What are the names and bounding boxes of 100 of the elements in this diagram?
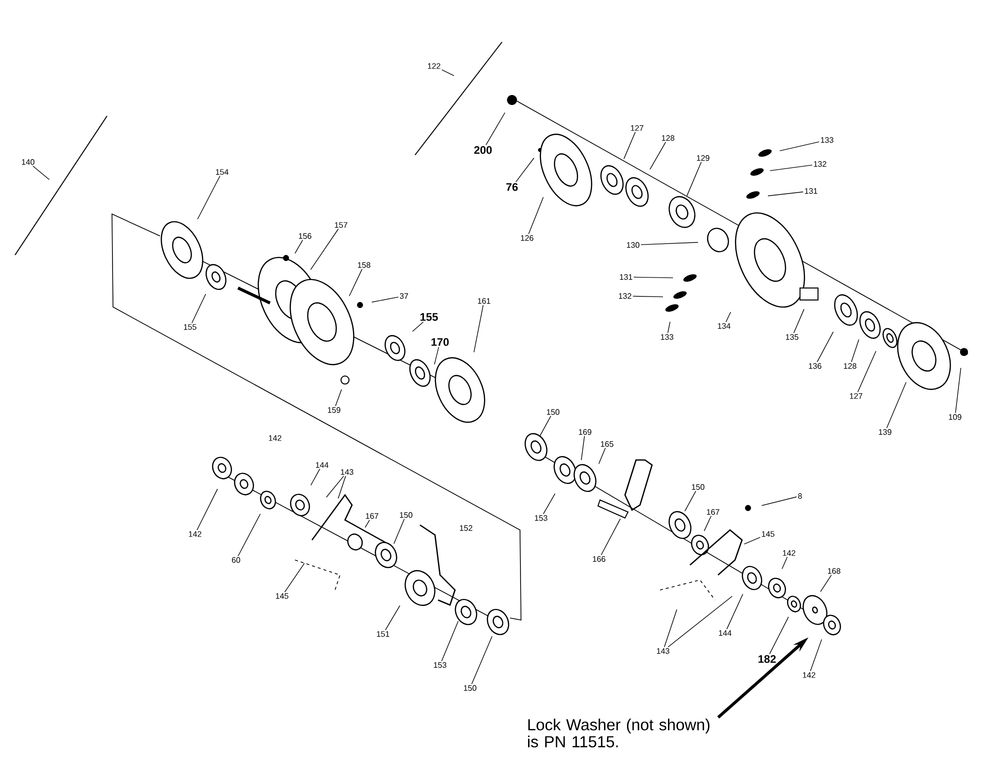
- leader-line: [371, 296, 399, 302]
- leader-line: [364, 520, 370, 528]
- callout-number: 135: [786, 334, 798, 340]
- callout-number: 167: [366, 513, 378, 519]
- callout-number: 168: [828, 568, 840, 574]
- callout-number: 109: [948, 414, 962, 420]
- callout-number: 37: [400, 293, 408, 299]
- callout-number: 133: [660, 334, 674, 340]
- leader-line: [32, 166, 50, 180]
- callout-number: 152: [460, 525, 472, 531]
- leader-line: [412, 322, 424, 332]
- callout-number: 140: [22, 159, 34, 165]
- callout-number: 126: [520, 235, 534, 241]
- leader-line: [779, 141, 820, 152]
- leader-line: [471, 636, 492, 684]
- callout-number: 142: [802, 672, 816, 678]
- leader-line: [810, 639, 822, 672]
- callout-number: 150: [546, 409, 560, 415]
- callout-number: 170: [432, 338, 449, 346]
- leader-line: [726, 594, 744, 630]
- leader-line: [955, 368, 962, 414]
- leader-line: [539, 416, 552, 437]
- leader-line: [686, 162, 702, 196]
- leader-line: [310, 228, 339, 270]
- leader-line: [441, 620, 459, 662]
- callout-number: 156: [298, 233, 312, 239]
- callout-number: 150: [400, 512, 412, 518]
- callout-number: 155: [420, 313, 438, 321]
- leader-line: [192, 294, 206, 324]
- callout-number: 145: [762, 531, 774, 537]
- callout-number: 60: [232, 557, 240, 563]
- leader-line: [394, 518, 405, 544]
- leader-line: [744, 537, 760, 544]
- leader-line: [542, 493, 556, 514]
- callout-number: 134: [718, 323, 730, 329]
- leader-line: [684, 490, 696, 512]
- leader-line: [634, 276, 674, 278]
- callout-number: 167: [706, 509, 720, 515]
- callout-number: 155: [184, 324, 196, 330]
- leader-line: [650, 142, 666, 170]
- callout-number: 142: [268, 435, 282, 441]
- leader-line: [474, 304, 484, 353]
- leader-line: [664, 609, 678, 648]
- leader-line: [600, 518, 621, 556]
- callout-number: 139: [878, 429, 892, 435]
- callout-number: 131: [804, 188, 818, 194]
- callout-number: 76: [506, 183, 518, 191]
- callout-number: 150: [692, 484, 704, 490]
- leader-line: [348, 268, 362, 296]
- leader-line: [197, 176, 220, 220]
- callout-number: 153: [534, 515, 548, 521]
- leader-line: [667, 321, 670, 334]
- leader-line: [294, 240, 304, 254]
- callout-number: 150: [464, 685, 476, 691]
- leader-line: [668, 596, 733, 648]
- leader-line: [385, 605, 400, 630]
- callout-number: 158: [358, 262, 370, 268]
- callout-number: 159: [328, 407, 340, 413]
- callout-number: 151: [376, 631, 390, 637]
- callout-number: 144: [316, 462, 328, 468]
- leader-line: [442, 69, 454, 76]
- callout-number: 154: [216, 169, 228, 175]
- leader-line: [632, 296, 664, 298]
- callout-number: 144: [718, 630, 732, 636]
- leader-line: [310, 468, 320, 486]
- callout-number: 127: [630, 125, 644, 131]
- leader-line: [434, 346, 440, 365]
- leader-line: [335, 389, 342, 406]
- callout-number: 161: [478, 298, 490, 304]
- note-text: Lock Washer (not shown) is PN 11515.: [528, 718, 710, 748]
- leader-line: [726, 312, 732, 322]
- callout-number: 153: [434, 662, 446, 668]
- callout-number: 200: [474, 146, 492, 154]
- callout-number: 157: [334, 222, 348, 228]
- leader-line: [851, 339, 860, 362]
- leader-line: [486, 112, 506, 146]
- callout-number: 8: [798, 493, 802, 499]
- leader-line: [598, 448, 606, 464]
- callout-number: 182: [758, 655, 776, 663]
- callout-number: 143: [340, 469, 354, 475]
- callout-number: 132: [814, 161, 826, 167]
- leader-line: [580, 436, 585, 460]
- leader-line: [857, 350, 876, 392]
- leader-line: [284, 562, 305, 592]
- callout-number: 122: [428, 63, 440, 69]
- leader-line: [238, 514, 261, 556]
- leader-line: [338, 476, 346, 499]
- leader-line: [769, 616, 789, 654]
- callout-number: 136: [808, 363, 822, 369]
- callout-number: 145: [276, 593, 288, 599]
- leader-line: [624, 132, 636, 160]
- leader-line: [886, 382, 906, 428]
- leader-line: [516, 158, 534, 182]
- callout-number: 166: [592, 556, 606, 562]
- callout-number: 130: [626, 242, 640, 248]
- callout-number: 129: [696, 155, 710, 161]
- callout-number: 142: [782, 550, 796, 556]
- callout-number: 133: [820, 137, 834, 143]
- callout-number: 128: [844, 363, 856, 369]
- callout-number: 165: [600, 441, 614, 447]
